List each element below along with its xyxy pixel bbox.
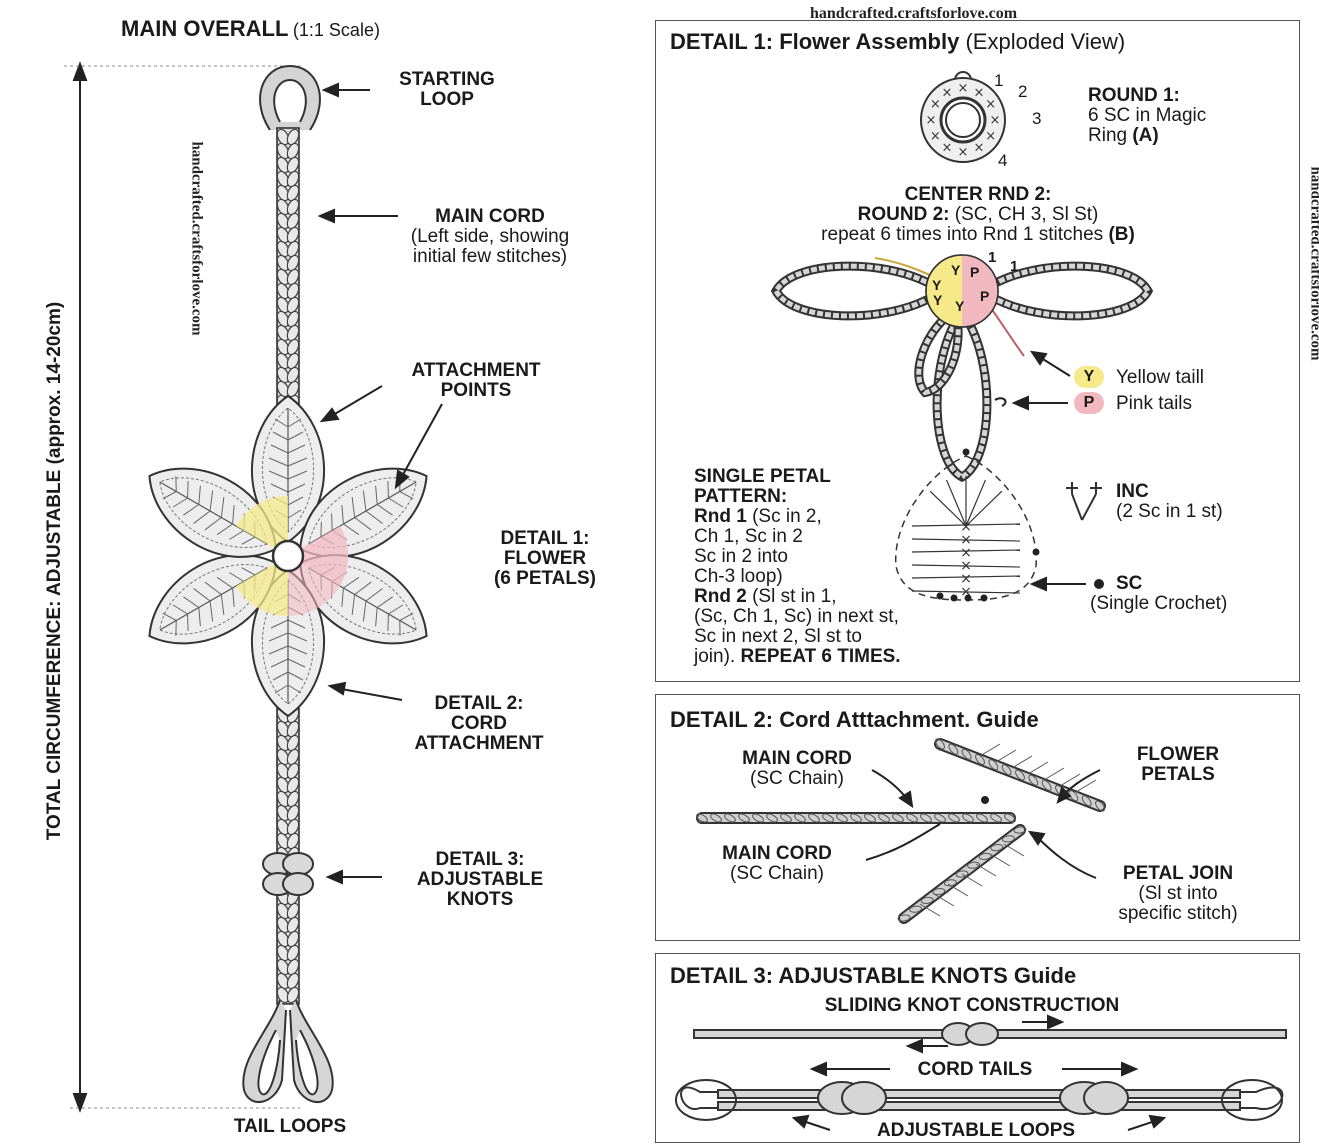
d3-adjustable-loops: ADJUSTABLE LOOPS [826,1121,1126,1141]
d3-cord-tails: CORD TAILS [880,1060,1070,1080]
d3-sliding-knot: SLIDING KNOT CONSTRUCTION [700,996,1244,1016]
